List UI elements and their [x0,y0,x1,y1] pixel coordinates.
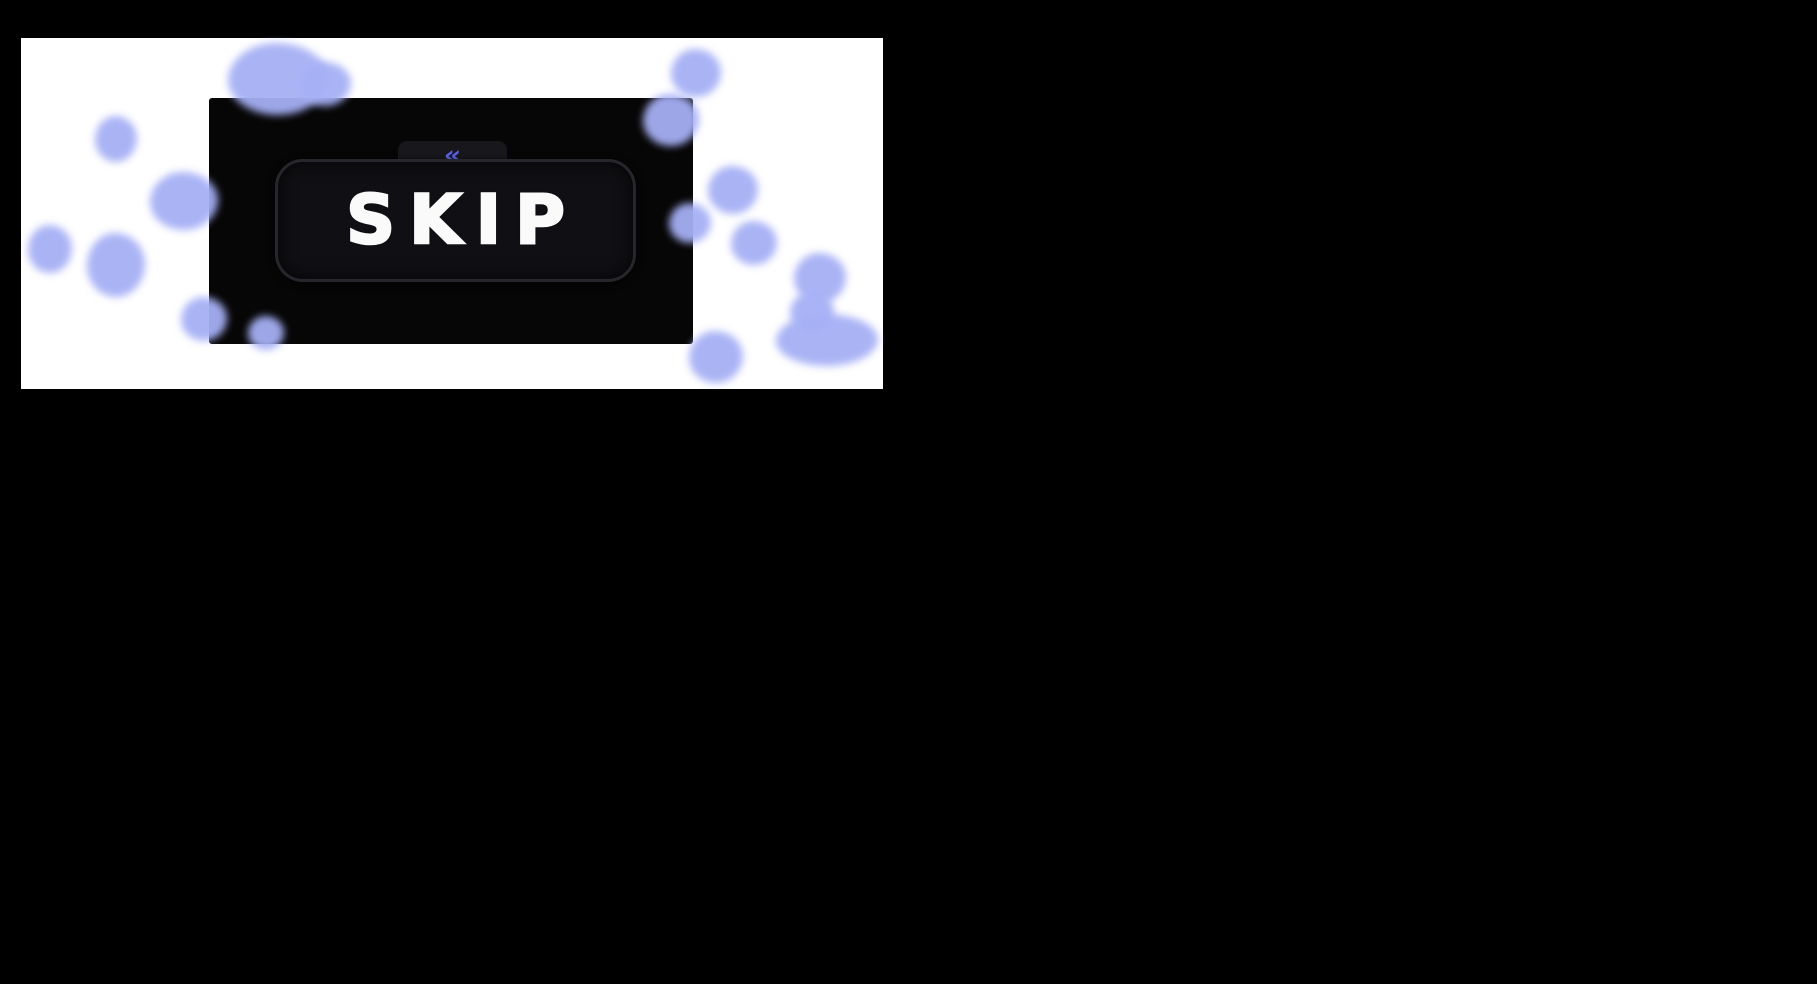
skip-button-label: SKIP [345,180,579,260]
media-panel: « SKIP [209,98,693,344]
skip-button[interactable]: SKIP [275,159,636,282]
content-card: « SKIP [21,38,883,389]
